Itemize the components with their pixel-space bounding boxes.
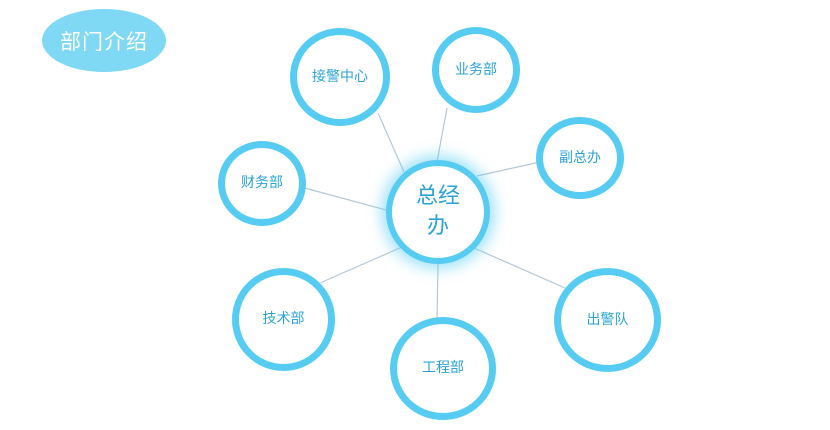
node-label: 业务部 <box>455 61 497 78</box>
center-node-label: 总经办 <box>415 184 460 239</box>
node-jiejing-zhongxin: 接警中心 <box>290 28 390 126</box>
node-fuzong-ban: 副总办 <box>536 117 624 199</box>
connector-yewu <box>436 107 448 163</box>
connector-gongcheng <box>436 263 439 319</box>
node-label: 财务部 <box>241 175 283 192</box>
node-jishu-bu: 技术部 <box>232 268 335 371</box>
connector-jishu <box>319 246 403 284</box>
page-title: 部门介绍 <box>60 29 148 54</box>
node-label: 工程部 <box>422 360 464 377</box>
connector-chujing <box>473 247 566 289</box>
node-caiwu-bu: 财务部 <box>218 141 306 226</box>
connector-jiejing <box>377 112 405 173</box>
node-gongcheng-bu: 工程部 <box>390 317 496 420</box>
node-label: 接警中心 <box>312 68 368 85</box>
title-badge: 部门介绍 <box>42 9 166 72</box>
connector-fuzong <box>476 161 541 177</box>
node-yewu-bu: 业务部 <box>432 27 520 113</box>
node-label: 出警队 <box>586 311 629 328</box>
connector-caiwu <box>300 186 387 211</box>
node-label: 副总办 <box>559 149 601 166</box>
node-chujing-dui: 出警队 <box>554 268 661 372</box>
node-label: 技术部 <box>262 311 305 328</box>
center-node: 总经办 <box>386 160 490 264</box>
